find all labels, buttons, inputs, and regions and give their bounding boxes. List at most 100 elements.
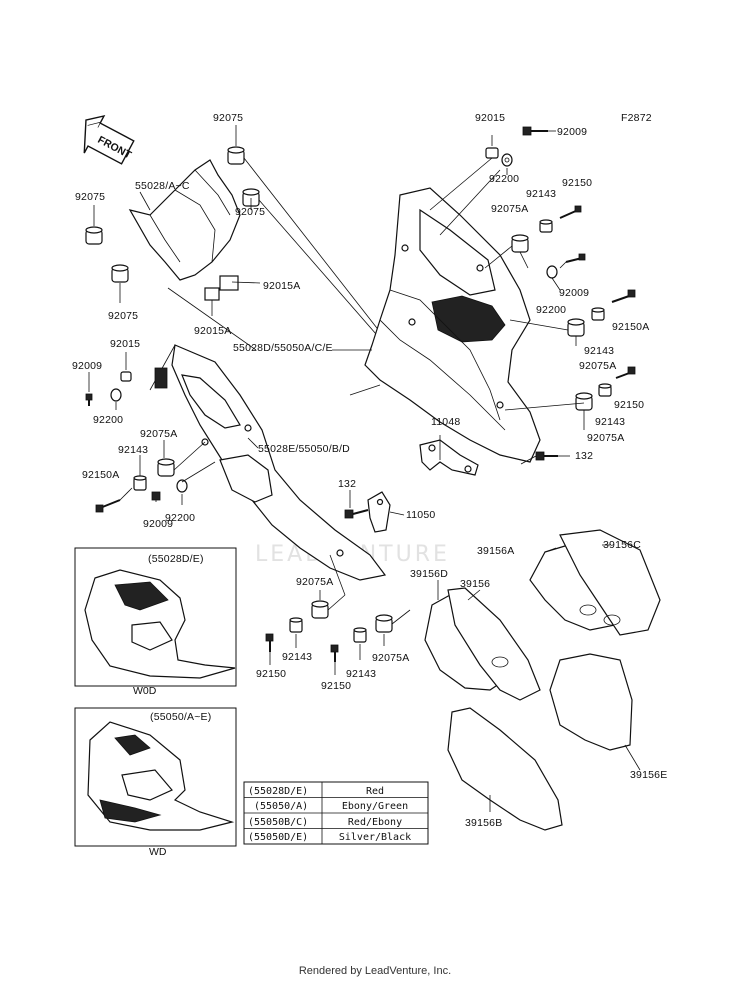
bolt-92009-b [565, 253, 586, 263]
collar-92143-c [598, 383, 612, 397]
part-label: 132 [575, 450, 593, 462]
bolt-92150-b [615, 366, 636, 379]
part-label: 92143 [282, 651, 312, 663]
color-table-row: (55050D/E) Silver/Black [248, 832, 411, 843]
part-label: 92150A [612, 321, 649, 333]
color-table-row: (55050/A) Ebony/Green [254, 801, 408, 812]
part-label: 39156D [410, 568, 448, 580]
bolt-92009-c [85, 393, 93, 406]
leader-lines-lower-left [88, 352, 405, 516]
bolt-92150-d [330, 644, 339, 662]
part-labels: 92075 92015 92009 55028/A~C 92075 92200 … [72, 112, 667, 829]
collar-92143-f [353, 627, 367, 643]
bolt-132-b [344, 509, 369, 519]
color-table-color: Ebony/Green [342, 801, 408, 812]
part-label: 92015A [194, 325, 231, 337]
part-label: 92150 [562, 177, 592, 189]
part-label: 92143 [526, 188, 556, 200]
grommet-92075A-c [575, 392, 593, 411]
color-table-color: Red/Ebony [348, 817, 402, 828]
upper-cowl-main [364, 187, 541, 463]
color-table-row: (55028D/E) Red [248, 786, 384, 797]
collar-92143-d [133, 475, 147, 491]
diagram-code: F2872 [621, 112, 652, 124]
part-label: 92075A [296, 576, 333, 588]
part-label: 92150 [321, 680, 351, 692]
part-label: 92015 [110, 338, 140, 350]
grommet-92075A-b [567, 318, 585, 337]
part-label: 92075 [235, 206, 265, 218]
part-label: 92075A [587, 432, 624, 444]
part-label: 92150A [82, 469, 119, 481]
color-table-code: (55050B/C) [248, 817, 308, 828]
leader-lines-right [332, 130, 585, 465]
grommet-92075A-a [511, 234, 529, 253]
part-label: 92150 [256, 668, 286, 680]
part-label: 92200 [93, 414, 123, 426]
leader-lines-upper-left [93, 125, 391, 351]
color-table-color: Red [366, 786, 384, 797]
grommet-92075-a [227, 146, 245, 165]
pad-39156C [559, 529, 661, 636]
grommet-92075A-d [157, 458, 175, 477]
washer-92200-b [546, 265, 558, 279]
part-label: 39156A [477, 545, 514, 557]
inset-box-top: (55028D/E) W0D [74, 547, 237, 697]
part-label: 92200 [165, 512, 195, 524]
part-label: 92150 [614, 399, 644, 411]
lower-cowl [149, 344, 387, 581]
color-table: (55028D/E) Red (55050/A) Ebony/Green (55… [243, 781, 429, 845]
pad-39156B [447, 707, 563, 831]
part-label: 39156C [603, 539, 641, 551]
inner-cowl-upper [128, 159, 241, 301]
part-label: 55028/A~C [135, 180, 190, 192]
collar-92143-e [289, 617, 303, 633]
part-label: 92009 [557, 126, 587, 138]
color-table-code: (55050D/E) [248, 832, 308, 843]
part-label: 92075A [140, 428, 177, 440]
inset-bottom-code: (55050/A~E) [150, 711, 211, 723]
part-label: 92009 [72, 360, 102, 372]
part-label: 39156E [630, 769, 667, 781]
inset-top-code: (55028D/E) [148, 553, 204, 565]
nut-92015-b [120, 371, 132, 382]
color-table-code: (55028D/E) [248, 786, 308, 797]
bolt-92150A-a [611, 289, 636, 303]
part-label: 92143 [346, 668, 376, 680]
inset-box-bottom: (55050/A~E) WD [74, 707, 237, 858]
part-label: 92075A [372, 652, 409, 664]
inset-top-caption: W0D [133, 685, 157, 697]
color-table-code: (55050/A) [254, 801, 308, 812]
bolt-92009-a [522, 126, 548, 136]
grommet-92075A-e [311, 600, 329, 619]
part-label: 132 [338, 478, 356, 490]
part-label: 92015A [263, 280, 300, 292]
collar-92143-a [539, 219, 553, 233]
part-label: 92200 [536, 304, 566, 316]
inset-bottom-caption: WD [149, 846, 167, 858]
part-label: 92200 [489, 173, 519, 185]
part-label: 39156 [460, 578, 490, 590]
bracket-11050 [367, 491, 391, 533]
bracket-11048 [419, 439, 479, 476]
part-label: 92075A [579, 360, 616, 372]
part-label: 39156B [465, 817, 502, 829]
bolt-132-a [535, 451, 558, 461]
grommet-92075-b [85, 226, 103, 245]
nut-92015-a [485, 147, 499, 159]
washer-92200-d [176, 479, 188, 493]
leader-lines-pads [437, 544, 641, 812]
part-label: 11048 [431, 416, 460, 428]
part-label: 55028D/55050A/C/E [233, 342, 333, 354]
pad-39156 [447, 587, 541, 701]
bolt-92150-c [265, 633, 274, 652]
part-label: 92015 [475, 112, 505, 124]
part-label: 92143 [595, 416, 625, 428]
part-label: 92075 [213, 112, 243, 124]
color-table-color: Silver/Black [339, 832, 411, 843]
part-label: 92075 [108, 310, 138, 322]
part-label: 92075 [75, 191, 105, 203]
leader-lines-lower-middle [269, 554, 411, 675]
pad-39156E [549, 653, 633, 751]
